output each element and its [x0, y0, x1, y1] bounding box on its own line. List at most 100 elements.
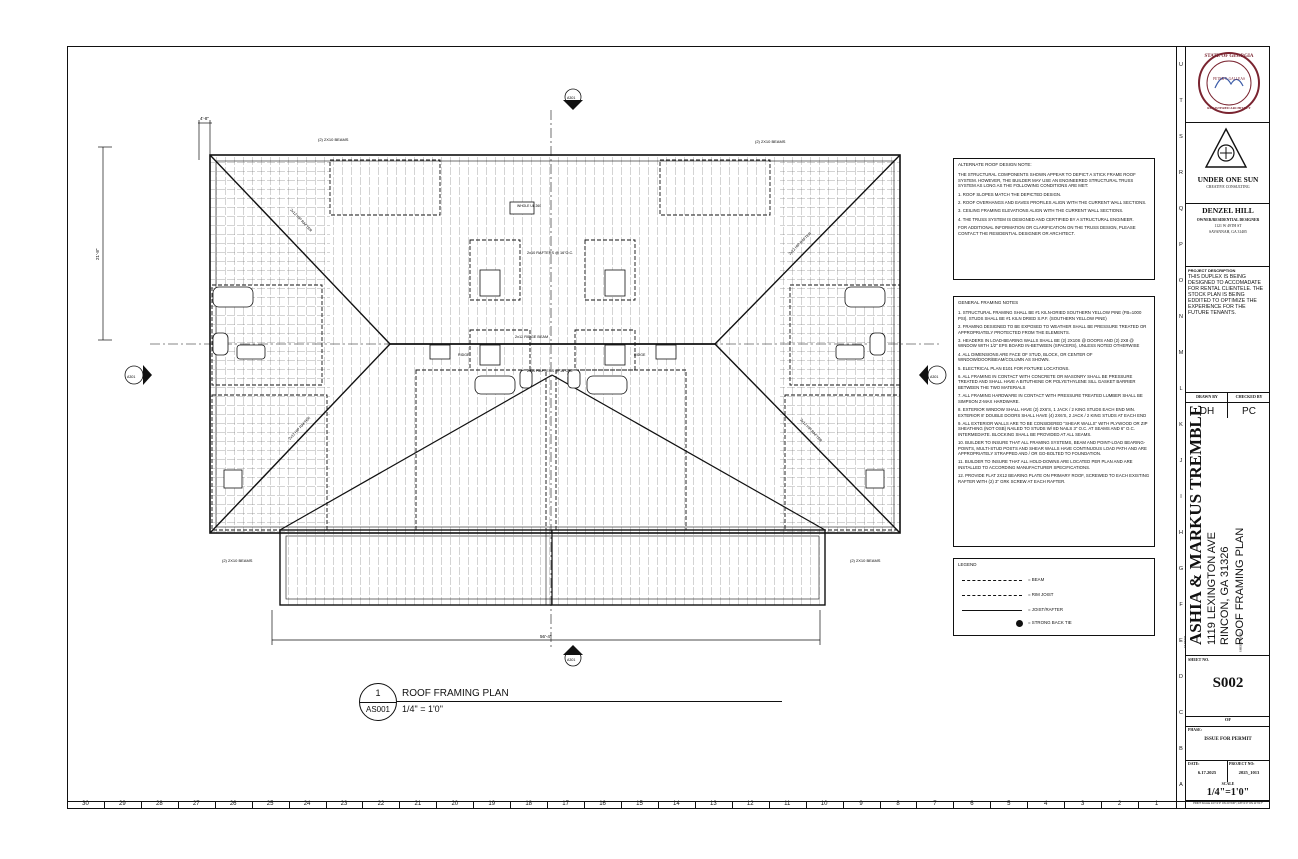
- scale-label: SCALE: [1221, 782, 1235, 786]
- general-note: 3. HEADERS IN LOAD-BEARING WALLS SHALL B…: [958, 338, 1140, 349]
- general-note: 1. STRUCTURAL FRAMING SHALL BE #1 KILN-D…: [958, 310, 1142, 321]
- beam-label-top-left: (2) 2X10 BEAMS: [318, 137, 349, 142]
- grid-number: 9: [859, 801, 863, 807]
- print-scale-footer: PRINT SCALE 1/4"=1'0" ON 24"X36" | 1/8"=…: [1193, 802, 1263, 805]
- grid-number: 13: [709, 801, 717, 807]
- grid-letter: L: [1179, 386, 1183, 392]
- alt-notes-title: ALTERNATE ROOF DESIGN NOTE:: [958, 162, 1032, 167]
- grid-number: 7: [933, 801, 937, 807]
- grid-number: 18: [525, 801, 532, 807]
- beam-label-top-right: (2) 2X10 BEAMS: [755, 139, 786, 144]
- grid-letter: P: [1179, 242, 1183, 248]
- client-label: CLIENT: [1183, 635, 1188, 649]
- seal-name: PETER T. GALLEAS: [1213, 77, 1245, 81]
- seal-state: STATE OF GEORGIA: [1204, 54, 1254, 59]
- roof-framing-plan-drawing: (2) 2X10 BEAMS (2) 2X10 BEAMS (2) 2X10 B…: [95, 88, 947, 667]
- grid-number: 27: [192, 801, 200, 807]
- grid-number-bar: [67, 801, 1270, 809]
- drawing-scale: 1/4" = 1'0": [402, 704, 443, 714]
- general-note: 6. ALL FRAMING IN CONTACT WITH CONCRETE …: [958, 374, 1136, 390]
- grid-letter: K: [1179, 422, 1183, 428]
- firm-subtitle: CREATIVE CONSULTING: [1206, 185, 1250, 189]
- project-no-value: 2025_1013: [1238, 770, 1260, 775]
- legend-title: LEGEND: [958, 562, 977, 567]
- grid-number: 17: [562, 801, 569, 807]
- client-address-2: RINCON, GA 31326: [1219, 546, 1231, 645]
- section-ref-left: A301: [127, 375, 135, 379]
- drawn-by-label: DRAWN BY: [1196, 394, 1218, 399]
- dimension-top: 4'-8": [200, 116, 209, 121]
- of-label: OF: [1224, 717, 1232, 722]
- project-description: THIS DUPLEX IS BEING DESIGNED TO ACCOMAD…: [1188, 274, 1264, 316]
- client-block: ASHIA & MARKUS TREMBLE 1119 LEXINGTON AV…: [1186, 405, 1270, 645]
- legend-strong-back-tie: = STRONG BACK TIE: [960, 620, 1150, 627]
- sheet-border: [67, 46, 1270, 809]
- designer-role: OWNER/RESIDENTIAL DESIGNER: [1196, 218, 1260, 222]
- grid-number: 12: [746, 801, 754, 807]
- architect-seal: [1198, 52, 1260, 114]
- section-marker-bottom[interactable]: A301: [563, 645, 583, 667]
- grid-letter: J: [1179, 458, 1183, 464]
- general-framing-notes: GENERAL FRAMING NOTES 1. STRUCTURAL FRAM…: [953, 296, 1155, 547]
- general-note: 2. FRAMING DESIGNED TO BE EXPOSED TO WEA…: [958, 324, 1147, 335]
- grid-letter: H: [1179, 530, 1183, 536]
- legend-beam: = BEAM: [960, 577, 1150, 584]
- grid-letter: C: [1179, 710, 1183, 716]
- grid-number: 16: [599, 801, 606, 807]
- grid-number: 23: [340, 801, 348, 807]
- sheet-no-label: SHEET NO.: [1188, 657, 1210, 662]
- section-marker-top[interactable]: A301: [563, 88, 583, 110]
- alt-notes-item: 1. ROOF SLOPES MATCH THE DEPICTED DESIGN…: [958, 191, 1062, 197]
- grid-letter: G: [1178, 566, 1184, 572]
- grid-number: 8: [896, 801, 900, 807]
- legend-joist-rafter: = JOIST/RAFTER: [960, 607, 1150, 614]
- ridge-tag-right: RIDGE: [634, 353, 646, 357]
- alt-notes-closing: FOR ADDITIONAL INFORMATION OR CLARIFICAT…: [958, 225, 1136, 236]
- sheet-name: ROOF FRAMING PLAN: [1234, 527, 1246, 645]
- section-marker-right[interactable]: A301: [919, 365, 947, 385]
- scale-value: 1/4"=1'0": [1206, 787, 1250, 798]
- grid-number: 5: [1007, 801, 1011, 807]
- strong-back-tie-icon: [1016, 620, 1023, 627]
- grid-number: 29: [119, 801, 126, 807]
- beam-label-bottom-right: (2) 2X10 BEAMS: [850, 558, 881, 563]
- grid-letter: S: [1179, 134, 1183, 140]
- grid-letter: Q: [1178, 206, 1184, 212]
- beam-label-bottom-left: (2) 2X10 BEAMS: [222, 558, 253, 563]
- section-ref-top: A301: [567, 96, 575, 100]
- grid-number: 22: [377, 801, 385, 807]
- client-name: ASHIA & MARKUS TREMBLE: [1186, 404, 1205, 645]
- grid-number: 2: [1117, 801, 1122, 807]
- general-note: 9. ALL EXTERIOR WALLS ARE TO BE CONSIDER…: [958, 420, 1148, 437]
- sheet-number: S002: [1212, 675, 1244, 691]
- grid-letter: A: [1179, 782, 1183, 788]
- grid-number: 1: [1154, 801, 1159, 807]
- designer-address-2: SAVANNAH, GA 31405: [1209, 230, 1247, 234]
- client-address-1: 1119 LEXINGTON AVE: [1206, 532, 1218, 645]
- grid-letter: F: [1179, 602, 1183, 608]
- grid-number: 14: [673, 801, 680, 807]
- drawing-title: ROOF FRAMING PLAN: [402, 688, 509, 699]
- drawing-ref: AS001: [365, 705, 391, 714]
- title-block-letter-column: [1185, 46, 1186, 809]
- phase-value: ISSUE FOR PERMIT: [1204, 737, 1252, 742]
- phase-label: PHASE:: [1188, 728, 1202, 732]
- signature-icon: [1214, 77, 1244, 89]
- vent-label: WHOLE UL 260: [517, 204, 541, 208]
- designer-address-1: 1121 W 49TH ST: [1214, 224, 1242, 228]
- legend-rim-joist: = RIM JOIST: [960, 592, 1150, 599]
- grid-letter: E: [1179, 638, 1183, 644]
- grid-letter: I: [1180, 494, 1182, 500]
- grid-number: 19: [488, 801, 496, 807]
- sheetname-label: SHEETNAME: [1238, 631, 1243, 653]
- grid-number: 15: [636, 801, 643, 807]
- title-block: [1176, 46, 1270, 809]
- drawing-number: 1: [375, 688, 381, 698]
- alt-notes-intro: THE STRUCTURAL COMPONENTS SHOWN APPEAR T…: [958, 172, 1136, 189]
- section-ref-right: A301: [930, 375, 938, 379]
- section-marker-left[interactable]: A301: [124, 365, 152, 385]
- grid-number: 11: [784, 801, 791, 807]
- project-description-label: PROJECT DESCRIPTION: [1188, 268, 1236, 273]
- firm-name: UNDER ONE SUN: [1197, 175, 1259, 184]
- firm-logo-icon: [1204, 127, 1248, 168]
